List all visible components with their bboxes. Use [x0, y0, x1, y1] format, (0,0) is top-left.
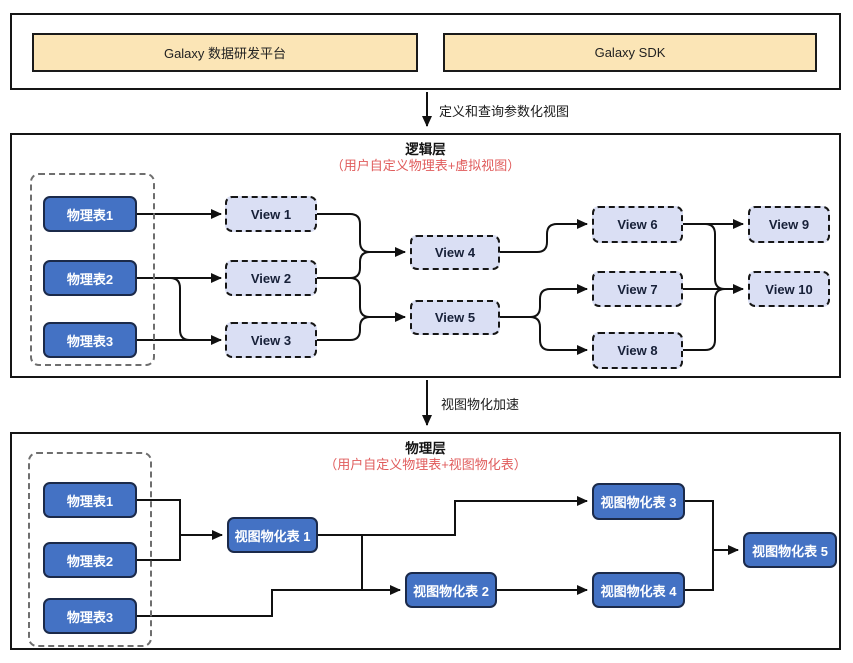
node-view-5: View 5 [410, 300, 500, 335]
node-logical-physical-table-1: 物理表1 [43, 196, 137, 232]
node-galaxy-sdk: Galaxy SDK [443, 33, 817, 72]
node-view-9: View 9 [748, 206, 830, 243]
node-physical-table-1: 物理表1 [43, 482, 137, 518]
physical-layer-subtitle: （用户自定义物理表+视图物化表） [324, 457, 527, 472]
edge-pt2-view3-branch [169, 277, 191, 341]
node-view-6: View 6 [592, 206, 683, 243]
logical-layer-frame [10, 133, 841, 378]
edge-view2-merge4 [349, 251, 371, 279]
node-physical-table-2: 物理表2 [43, 542, 137, 578]
node-galaxy-platform: Galaxy 数据研发平台 [32, 33, 418, 72]
edge-view8-merge10 [683, 288, 726, 351]
edge-view3-merge5 [317, 316, 371, 341]
node-materialized-table-3: 视图物化表 3 [592, 483, 685, 520]
edge-view2-merge5 [349, 277, 371, 318]
top-section-frame [10, 13, 841, 90]
node-view-3: View 3 [225, 322, 317, 358]
edge-view1-merge4 [317, 213, 371, 253]
node-materialized-table-4: 视图物化表 4 [592, 572, 685, 608]
logical-layer-title: 逻辑层 [405, 142, 446, 157]
physical-layer-frame [10, 432, 841, 650]
edge-ppt3-m2 [137, 585, 401, 617]
logical-source-tables-group [30, 173, 155, 366]
node-materialized-table-2: 视图物化表 2 [405, 572, 497, 608]
node-view-7: View 7 [592, 271, 683, 307]
node-view-4: View 4 [410, 235, 500, 270]
flow-label-materialize: 视图物化加速 [441, 397, 520, 412]
physical-layer-title: 物理层 [405, 441, 446, 456]
node-physical-table-3: 物理表3 [43, 598, 137, 634]
edge-view5-view7 [529, 284, 588, 318]
edge-m3-merge [685, 500, 714, 550]
node-materialized-table-5: 视图物化表 5 [743, 532, 837, 568]
edge-view4-view6 [500, 219, 588, 253]
node-view-10: View 10 [748, 271, 830, 307]
node-materialized-table-1: 视图物化表 1 [227, 517, 318, 553]
edge-view5-view8 [529, 316, 588, 355]
node-view-1: View 1 [225, 196, 317, 232]
node-logical-physical-table-2: 物理表2 [43, 260, 137, 296]
physical-source-tables-group [28, 452, 152, 647]
edge-m4-merge [685, 550, 714, 591]
edge-m1-m3 [318, 496, 588, 536]
node-view-2: View 2 [225, 260, 317, 296]
node-view-8: View 8 [592, 332, 683, 369]
logical-layer-subtitle: （用户自定义物理表+虚拟视图） [330, 158, 521, 173]
flow-label-define-query: 定义和查询参数化视图 [439, 104, 570, 119]
edge-view6-merge10 [704, 223, 726, 290]
node-logical-physical-table-3: 物理表3 [43, 322, 137, 358]
